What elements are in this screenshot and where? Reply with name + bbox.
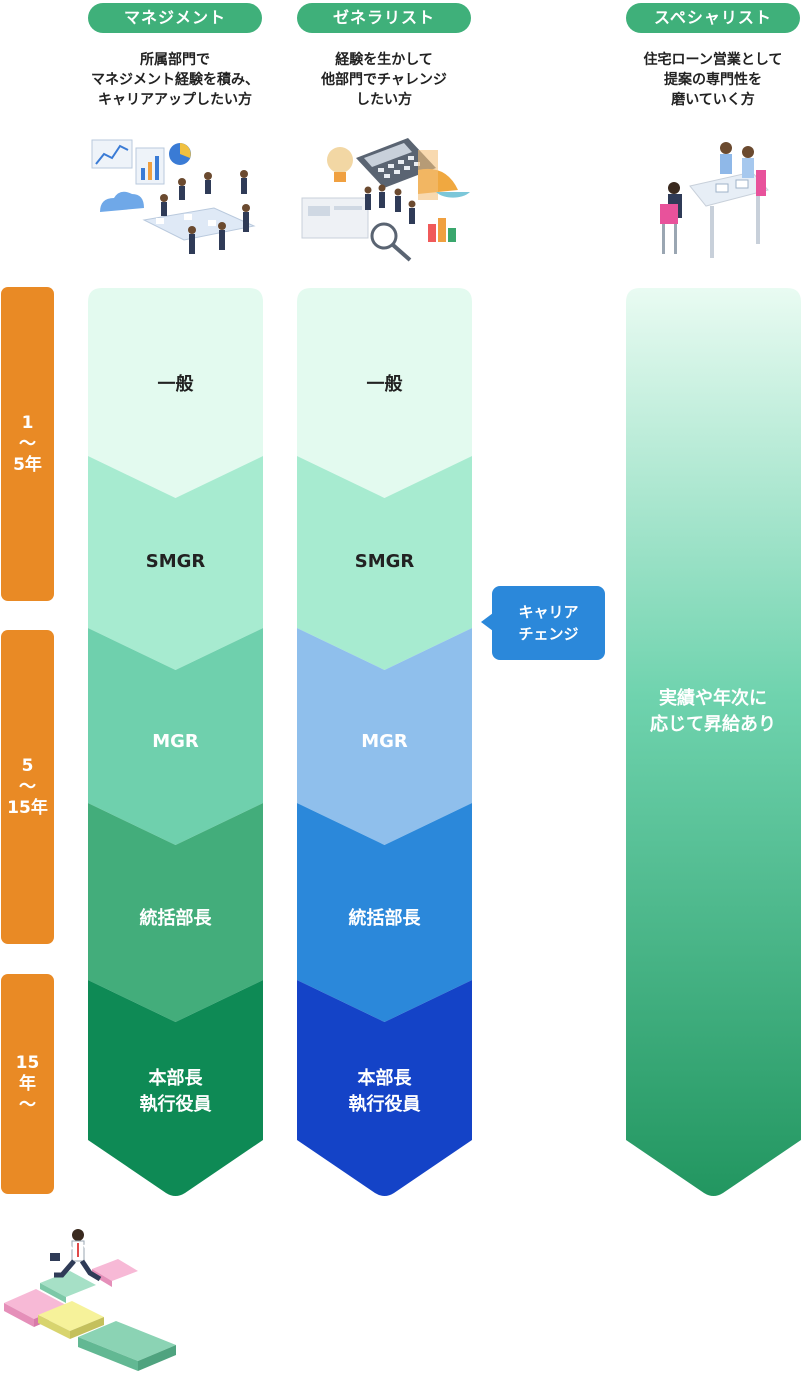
management-career-column <box>88 288 263 1196</box>
management-segment-3 <box>88 803 263 1022</box>
career-change-callout: キャリア チェンジ <box>481 586 605 660</box>
generalist-calculator-illustration <box>301 138 470 262</box>
management-segment-1 <box>88 456 263 670</box>
management-segment-2 <box>88 628 263 845</box>
generalist-header-pill: ゼネラリスト <box>297 3 471 33</box>
generalist-career-column <box>297 288 472 1196</box>
generalist-level-executive: 本部長 執行役員 <box>348 1068 421 1115</box>
generalist-segment-0 <box>297 288 472 498</box>
year-marker-15-plus: 15 年 〜 <box>1 974 54 1194</box>
year-marker-1-5: 1 〜 5年 <box>1 287 54 601</box>
generalist-level-mgr: MGR <box>361 731 408 752</box>
year-marker-5-15: 5 〜 15年 <box>1 630 54 944</box>
management-segment-4 <box>88 980 263 1196</box>
management-level-general-manager: 統括部長 <box>139 908 212 929</box>
generalist-level-general-manager: 統括部長 <box>348 908 421 929</box>
management-meeting-illustration <box>91 139 256 254</box>
generalist-segment-2 <box>297 628 472 845</box>
management-header-pill: マネジメント <box>88 3 262 33</box>
generalist-segment-4 <box>297 980 472 1196</box>
specialist-description: 住宅ローン営業として 提案の専門性を 磨いていく方 <box>643 52 783 108</box>
management-segment-0 <box>88 288 263 498</box>
management-level-ippan: 一般 <box>157 374 194 395</box>
specialist-consultation-illustration <box>660 142 769 258</box>
specialist-header-pill: スペシャリスト <box>626 3 800 33</box>
management-level-smgr: SMGR <box>145 551 206 572</box>
specialist-bar <box>626 288 801 1196</box>
generalist-segment-1 <box>297 456 472 670</box>
management-description: 所属部門で マネジメント経験を積み、 キャリアアップしたい方 <box>91 52 259 108</box>
generalist-level-ippan: 一般 <box>366 374 403 395</box>
generalist-segment-3 <box>297 803 472 1022</box>
generalist-level-smgr: SMGR <box>354 551 415 572</box>
management-level-executive: 本部長 執行役員 <box>139 1068 212 1115</box>
generalist-description: 経験を生かして 他部門でチャレンジ したい方 <box>321 52 447 108</box>
specialist-raise-text: 実績や年次に 応じて昇給あり <box>650 688 776 735</box>
management-level-mgr: MGR <box>152 731 199 752</box>
specialist-career-column <box>626 288 801 1196</box>
stepping-stone-runner-illustration <box>4 1229 176 1371</box>
